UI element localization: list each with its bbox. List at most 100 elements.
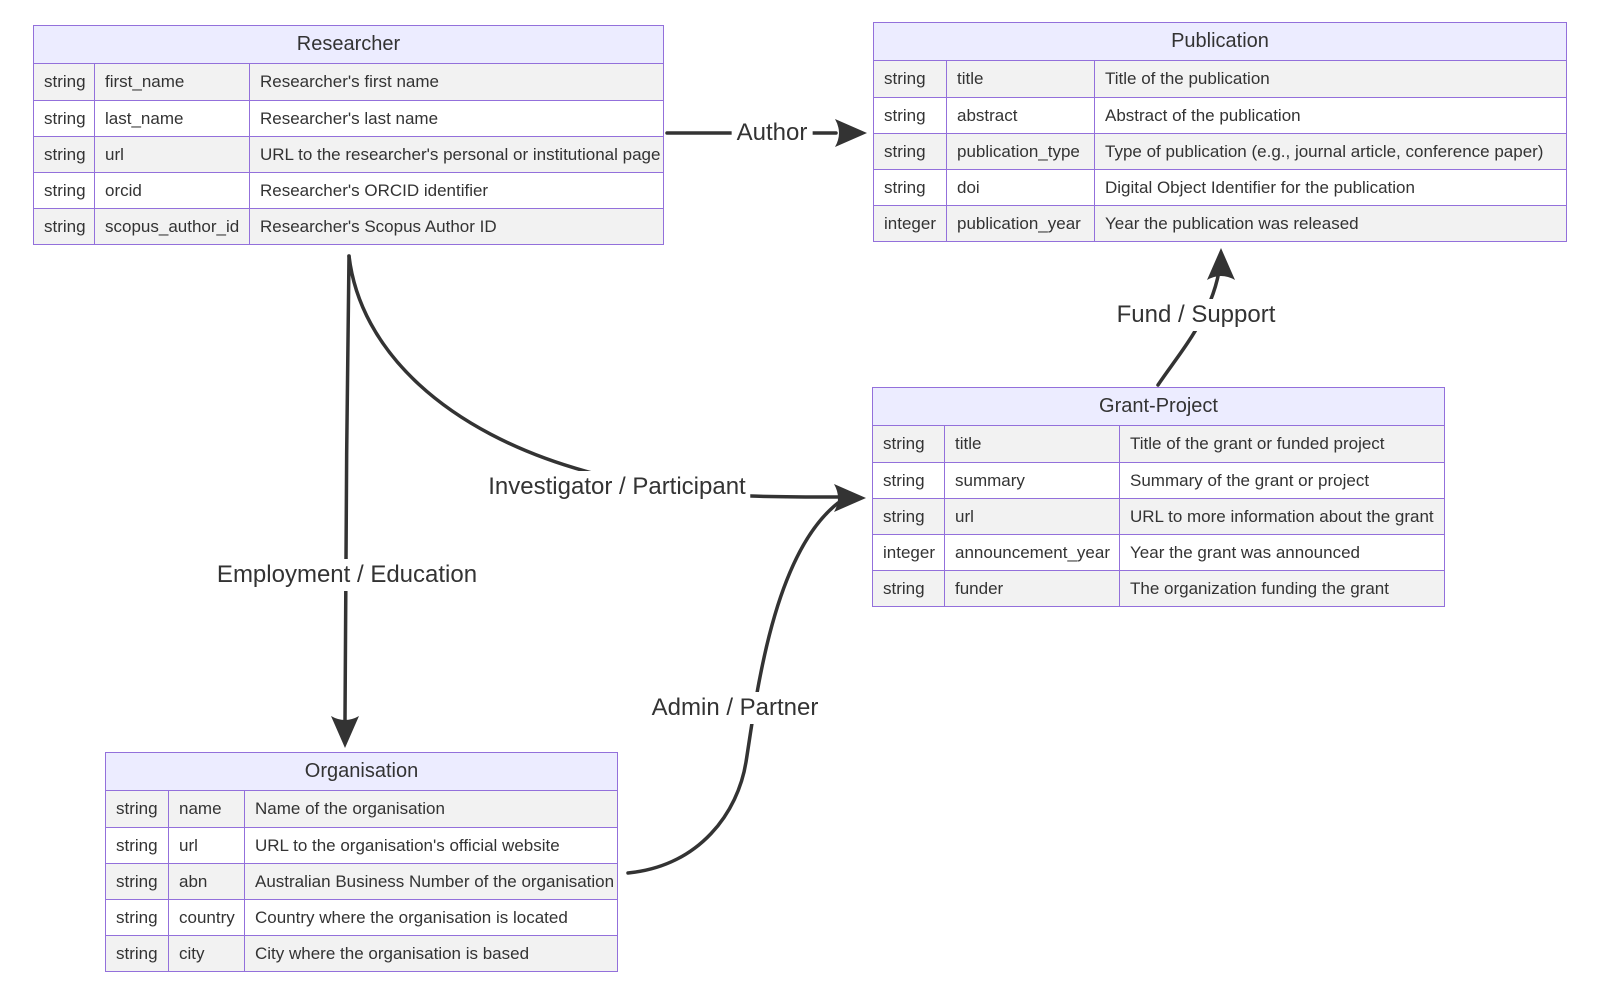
attribute-name: city <box>168 936 244 971</box>
attribute-type: string <box>44 108 86 128</box>
attribute-type: string <box>884 177 926 197</box>
attribute-row: string url URL to more information about… <box>873 498 1444 534</box>
attribute-desc: Researcher's Scopus Author ID <box>249 209 663 244</box>
attribute-row: string publication_type Type of publicat… <box>874 133 1566 169</box>
attribute-desc: Summary of the grant or project <box>1119 463 1444 498</box>
attribute-desc: Researcher's first name <box>249 64 663 100</box>
attribute-name: funder <box>944 571 1119 606</box>
attribute-type: string <box>884 105 926 125</box>
investigator-participant-line <box>347 254 840 499</box>
attribute-name: url <box>168 828 244 863</box>
attribute-type: string <box>884 69 926 88</box>
entity-grant-project: Grant-Project string title Title of the … <box>872 387 1445 607</box>
entity-publication-title: Publication <box>874 23 1566 61</box>
attribute-row: string title Title of the publication <box>874 61 1566 97</box>
employment-education-arrowhead-icon <box>331 716 359 748</box>
attribute-desc: URL to the researcher's personal or inst… <box>249 137 663 172</box>
attribute-desc: Type of publication (e.g., journal artic… <box>1094 134 1566 169</box>
attribute-type: string <box>883 470 925 490</box>
attribute-type: string <box>116 835 158 855</box>
attribute-name: abstract <box>946 98 1094 133</box>
attribute-name: abn <box>168 864 244 899</box>
author-arrowhead-icon <box>835 119 867 147</box>
attribute-row: string first_name Researcher's first nam… <box>34 64 663 100</box>
attribute-type: string <box>883 578 925 598</box>
attribute-name: first_name <box>94 64 249 100</box>
attribute-type: integer <box>884 213 936 233</box>
attribute-name: country <box>168 900 244 935</box>
attribute-desc: Australian Business Number of the organi… <box>244 864 617 899</box>
relationship-label-employment-education: Employment / Education <box>211 559 483 591</box>
attribute-type: string <box>44 216 86 236</box>
attribute-row: string scopus_author_id Researcher's Sco… <box>34 208 663 244</box>
attribute-desc: Digital Object Identifier for the public… <box>1094 170 1566 205</box>
attribute-desc: Name of the organisation <box>244 791 617 827</box>
attribute-desc: Year the grant was announced <box>1119 535 1444 570</box>
relationship-label-author: Author <box>731 117 813 149</box>
attribute-row: string name Name of the organisation <box>106 791 617 827</box>
attribute-type: string <box>44 72 86 91</box>
grant-project-arrowhead-icon <box>834 484 866 512</box>
entity-publication: Publication string title Title of the pu… <box>873 22 1567 242</box>
attribute-type: string <box>883 434 925 453</box>
attribute-row: string orcid Researcher's ORCID identifi… <box>34 172 663 208</box>
attribute-name: announcement_year <box>944 535 1119 570</box>
entity-organisation-title: Organisation <box>106 753 617 791</box>
attribute-name: url <box>944 499 1119 534</box>
admin-partner-line <box>626 501 840 875</box>
attribute-type: string <box>116 943 158 963</box>
attribute-desc: Title of the grant or funded project <box>1119 426 1444 462</box>
attribute-desc: Title of the publication <box>1094 61 1566 97</box>
attribute-desc: Researcher's ORCID identifier <box>249 173 663 208</box>
attribute-row: integer announcement_year Year the grant… <box>873 534 1444 570</box>
attribute-desc: Researcher's last name <box>249 101 663 136</box>
attribute-desc: Abstract of the publication <box>1094 98 1566 133</box>
attribute-type: string <box>116 907 158 927</box>
attribute-name: name <box>168 791 244 827</box>
entity-organisation: Organisation string name Name of the org… <box>105 752 618 972</box>
attribute-name: doi <box>946 170 1094 205</box>
attribute-type: integer <box>883 542 935 562</box>
relationship-label-investigator-participant: Investigator / Participant <box>483 471 751 503</box>
attribute-row: string abn Australian Business Number of… <box>106 863 617 899</box>
attribute-desc: Year the publication was released <box>1094 206 1566 241</box>
attribute-row: string doi Digital Object Identifier for… <box>874 169 1566 205</box>
attribute-row: string abstract Abstract of the publicat… <box>874 97 1566 133</box>
attribute-name: url <box>94 137 249 172</box>
attribute-name: orcid <box>94 173 249 208</box>
attribute-desc: URL to the organisation's official websi… <box>244 828 617 863</box>
attribute-row: string city City where the organisation … <box>106 935 617 971</box>
attribute-name: publication_type <box>946 134 1094 169</box>
attribute-row: string url URL to the organisation's off… <box>106 827 617 863</box>
attribute-row: string country Country where the organis… <box>106 899 617 935</box>
entity-researcher: Researcher string first_name Researcher'… <box>33 25 664 245</box>
attribute-type: string <box>884 141 926 161</box>
attribute-name: scopus_author_id <box>94 209 249 244</box>
attribute-row: string url URL to the researcher's perso… <box>34 136 663 172</box>
entity-researcher-title: Researcher <box>34 26 663 64</box>
entity-grant-project-title: Grant-Project <box>873 388 1444 426</box>
attribute-desc: City where the organisation is based <box>244 936 617 971</box>
attribute-name: last_name <box>94 101 249 136</box>
attribute-row: string title Title of the grant or funde… <box>873 426 1444 462</box>
attribute-type: string <box>116 871 158 891</box>
attribute-name: publication_year <box>946 206 1094 241</box>
attribute-desc: The organization funding the grant <box>1119 571 1444 606</box>
attribute-row: string summary Summary of the grant or p… <box>873 462 1444 498</box>
attribute-name: title <box>946 61 1094 97</box>
attribute-row: string funder The organization funding t… <box>873 570 1444 606</box>
attribute-type: string <box>44 144 86 164</box>
attribute-desc: Country where the organisation is locate… <box>244 900 617 935</box>
fund-support-arrowhead-icon <box>1207 248 1235 280</box>
relationship-label-admin-partner: Admin / Partner <box>646 692 824 724</box>
employment-education-line <box>343 254 351 722</box>
attribute-type: string <box>116 799 158 818</box>
attribute-name: title <box>944 426 1119 462</box>
attribute-type: string <box>44 180 86 200</box>
relationship-label-fund-support: Fund / Support <box>1111 299 1281 331</box>
attribute-desc: URL to more information about the grant <box>1119 499 1444 534</box>
attribute-name: summary <box>944 463 1119 498</box>
attribute-row: integer publication_year Year the public… <box>874 205 1566 241</box>
attribute-row: string last_name Researcher's last name <box>34 100 663 136</box>
